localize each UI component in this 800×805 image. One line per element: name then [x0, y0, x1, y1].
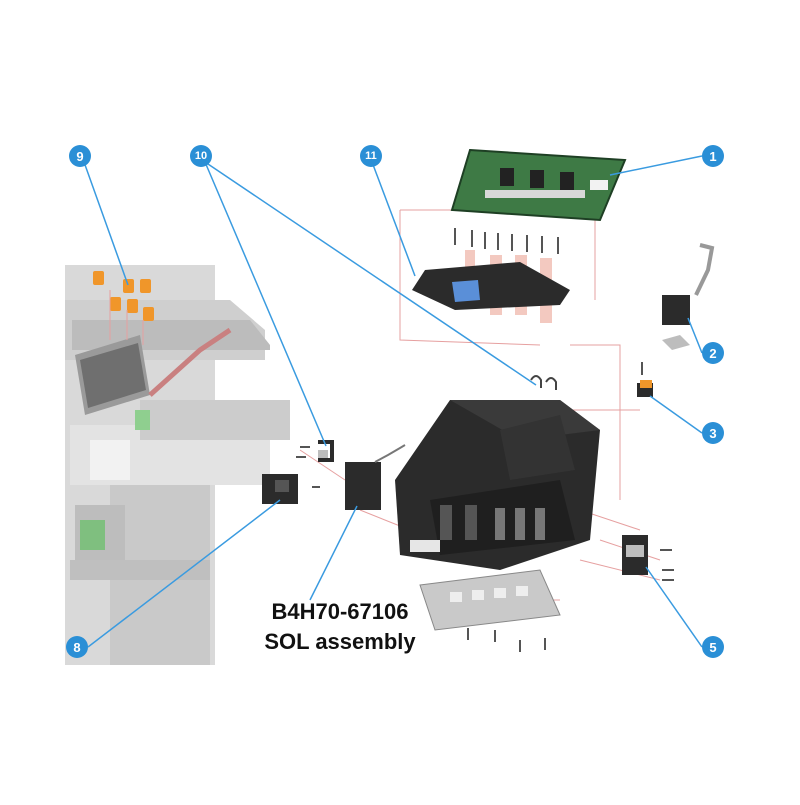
callout-2: 2 [702, 342, 724, 364]
wire-clips [530, 375, 557, 390]
part-number-label: B4H70-67106 [271, 599, 409, 624]
callout-1: 1 [702, 145, 724, 167]
screw-row [454, 228, 559, 254]
service-station-body [395, 400, 600, 570]
side-module [622, 535, 674, 581]
callout-10: 10 [190, 145, 212, 167]
orange-clips [93, 271, 154, 321]
small-sensor [637, 362, 653, 397]
sol-assembly [345, 444, 406, 510]
printer-ghost-background [65, 265, 290, 665]
gasket-plate [419, 569, 561, 652]
pcb-board [450, 148, 627, 222]
callout-3: 3 [702, 422, 724, 444]
latch-bracket [662, 243, 715, 350]
motor-block [262, 456, 320, 504]
leader-lines [83, 155, 703, 648]
callout-9: 9 [69, 145, 91, 167]
carriage-tray [412, 250, 570, 323]
callout-5: 5 [702, 636, 724, 658]
callout-11: 11 [360, 145, 382, 167]
callout-8: 8 [66, 636, 88, 658]
part-name-label: SOL assembly [264, 629, 416, 654]
